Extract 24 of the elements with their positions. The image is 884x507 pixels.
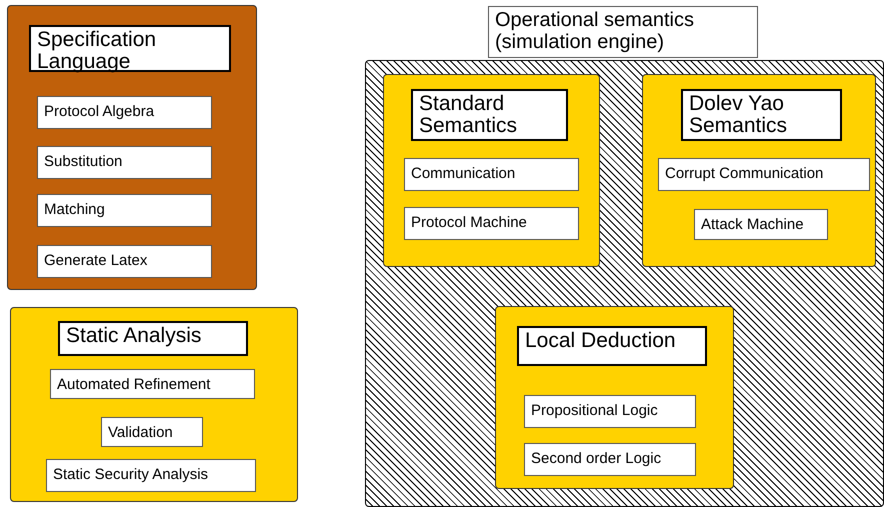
- panel-heading: Operational semantics (simulation engine): [488, 6, 758, 58]
- module-box: Propositional Logic: [524, 395, 696, 428]
- module-panel: [642, 74, 876, 267]
- panel-heading: Specification Language: [29, 25, 231, 72]
- panel-heading: Standard Semantics: [411, 89, 568, 141]
- module-box: Static Security Analysis: [46, 459, 256, 492]
- module-panel: [495, 306, 734, 489]
- module-box: Communication: [404, 158, 579, 191]
- module-panel: [10, 307, 298, 502]
- module-box: Generate Latex: [37, 245, 212, 278]
- module-box: Matching: [37, 194, 212, 227]
- module-box: Protocol Algebra: [37, 96, 212, 129]
- module-panel: [383, 74, 600, 267]
- panel-heading: Local Deduction: [517, 326, 707, 366]
- module-box: Substitution: [37, 146, 212, 179]
- module-box: Corrupt Communication: [658, 158, 870, 191]
- module-box: Second order Logic: [524, 443, 696, 476]
- module-box: Automated Refinement: [50, 369, 255, 399]
- panel-heading: Static Analysis: [58, 321, 248, 356]
- module-box: Attack Machine: [694, 209, 828, 240]
- module-box: Validation: [101, 417, 203, 447]
- module-panel: [7, 5, 257, 290]
- module-box: Protocol Machine: [404, 207, 579, 240]
- panel-heading: Dolev Yao Semantics: [681, 89, 842, 141]
